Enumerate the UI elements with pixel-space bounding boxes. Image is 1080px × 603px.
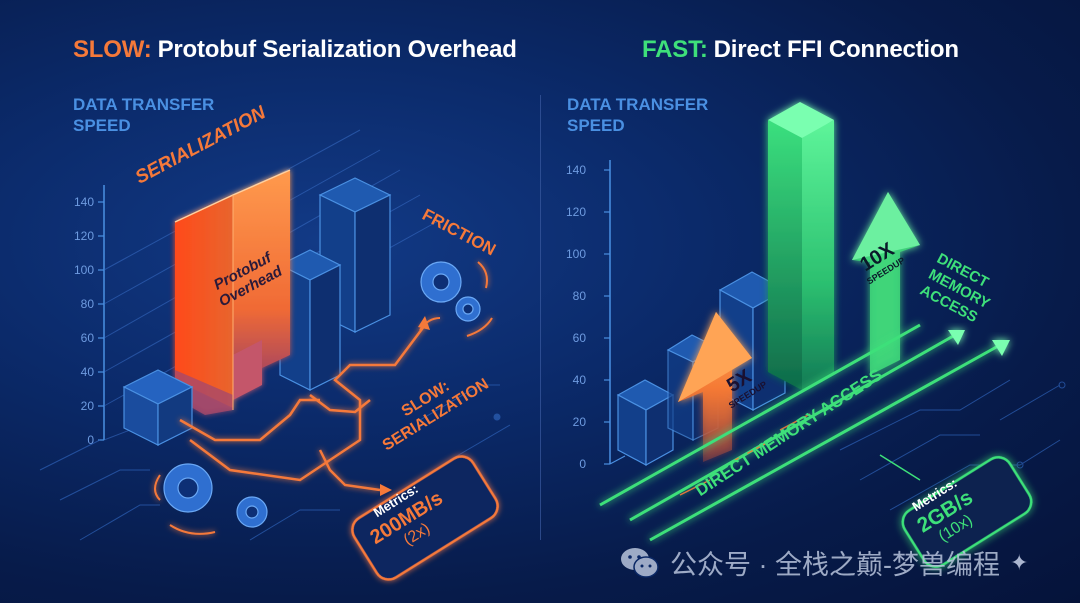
watermark: 公众号 · 全栈之巅-梦兽编程 ✦	[620, 543, 1028, 582]
tick: 80	[572, 289, 586, 303]
fast-title-text: Direct FFI Connection	[713, 36, 959, 63]
tick: 100	[565, 247, 586, 261]
slow-tag: SLOW:	[73, 36, 152, 63]
tick: 20	[80, 399, 94, 413]
tick: 0	[579, 457, 586, 471]
slow-y-axis-label: DATA TRANSFER SPEED	[73, 94, 214, 136]
slow-title: SLOW:Protobuf Serialization Overhead	[73, 36, 517, 64]
y-label-line2: SPEED	[73, 116, 131, 135]
tick: 60	[80, 331, 94, 345]
slow-chart-graphic	[39, 129, 511, 581]
wechat-icon	[621, 547, 659, 578]
y-label-line1: DATA TRANSFER	[73, 95, 215, 114]
fast-title: FAST:Direct FFI Connection	[642, 36, 959, 64]
tick: 140	[565, 163, 586, 177]
tick: 40	[572, 373, 586, 387]
tick: 120	[73, 229, 94, 243]
fast-y-axis-label: DATA TRANSFER SPEED	[567, 94, 708, 136]
slow-panel: SLOW:Protobuf Serialization Overhead DAT…	[39, 36, 517, 581]
fast-panel: FAST:Direct FFI Connection DATA TRANSFER…	[540, 0, 1080, 603]
tick: 120	[565, 205, 586, 219]
tick: 100	[73, 263, 94, 277]
tick: 60	[572, 331, 586, 345]
y-label-line1: DATA TRANSFER	[567, 95, 709, 114]
tick: 20	[572, 415, 586, 429]
slow-title-text: Protobuf Serialization Overhead	[157, 36, 517, 63]
tick: 80	[80, 297, 94, 311]
fast-tag: FAST:	[642, 36, 708, 63]
y-label-line2: SPEED	[567, 116, 625, 135]
tick: 140	[73, 195, 94, 209]
fast-chart-graphic	[599, 102, 1066, 568]
sparkle-icon: ✦	[1010, 549, 1029, 575]
tick: 0	[87, 433, 94, 447]
watermark-text: 公众号 · 全栈之巅-梦兽编程	[670, 550, 1000, 580]
tick: 40	[80, 365, 94, 379]
panel-divider	[540, 95, 541, 540]
